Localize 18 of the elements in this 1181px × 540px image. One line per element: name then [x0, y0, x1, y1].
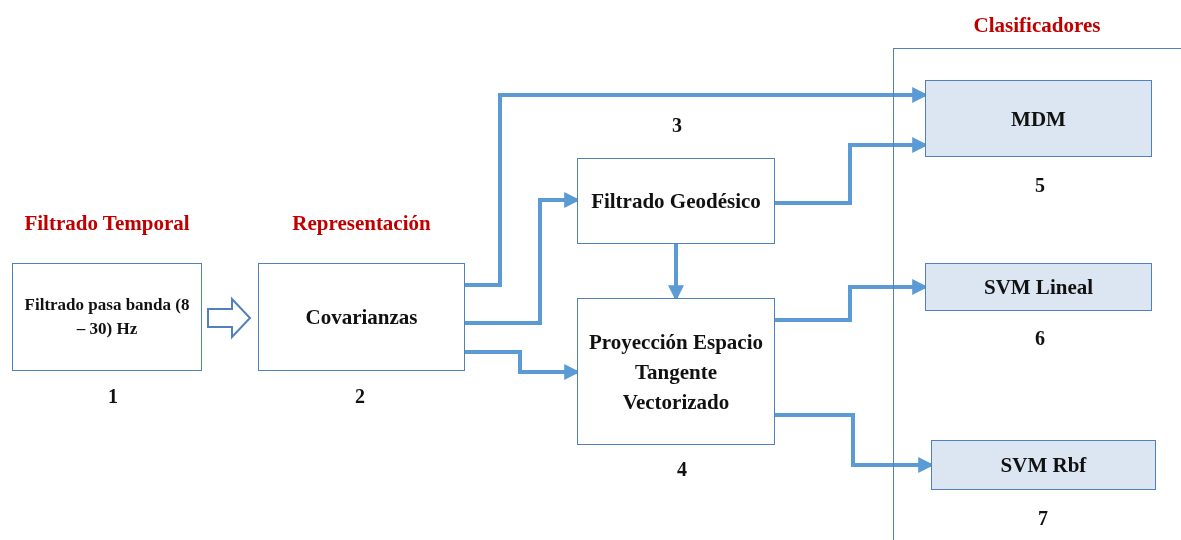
step-number: 6: [1035, 328, 1045, 348]
process-box: SVM Lineal: [925, 263, 1152, 311]
block-arrow: [207, 296, 252, 340]
process-box: Covarianzas: [258, 263, 465, 371]
step-number: 7: [1038, 508, 1048, 528]
step-number: 3: [672, 115, 682, 135]
process-box: MDM: [925, 80, 1152, 157]
step-number: 1: [108, 386, 118, 406]
step-number: 4: [677, 459, 687, 479]
stage-heading: Filtrado Temporal: [23, 210, 191, 237]
stage-heading: Representación: [291, 210, 432, 237]
process-box: Proyección Espacio Tangente Vectorizado: [577, 298, 775, 445]
step-number: 2: [355, 386, 365, 406]
step-number: 5: [1035, 175, 1045, 195]
process-box: Filtrado pasa banda (8 – 30) Hz: [12, 263, 202, 371]
process-box: Filtrado Geodésico: [577, 158, 775, 244]
process-box: SVM Rbf: [931, 440, 1156, 490]
group-heading: Clasificadores: [973, 12, 1101, 39]
